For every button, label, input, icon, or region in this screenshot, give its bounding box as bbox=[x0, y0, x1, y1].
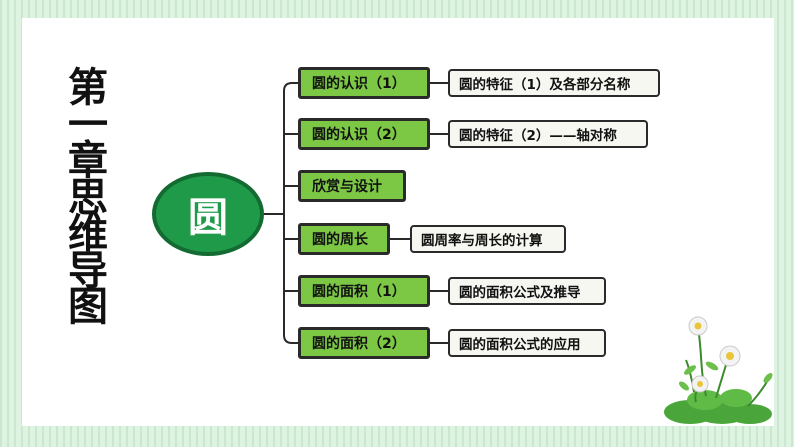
title-char: 一 bbox=[68, 101, 108, 148]
title-char: 思 bbox=[68, 174, 108, 221]
chapter-title: 第 一 章 思 维 导 图 bbox=[66, 65, 110, 330]
title-char: 图 bbox=[68, 284, 108, 330]
title-char: 导 bbox=[68, 247, 108, 294]
title-char: 章 bbox=[68, 138, 108, 184]
detail-node: 圆的面积公式的应用 bbox=[448, 329, 606, 357]
detail-node: 圆的面积公式及推导 bbox=[448, 277, 606, 305]
trunk-line bbox=[283, 82, 298, 344]
branch-node: 圆的面积（2） bbox=[298, 327, 430, 359]
center-node: 圆 bbox=[152, 172, 264, 256]
daisy-icon bbox=[691, 375, 709, 393]
daisy-icon bbox=[688, 316, 708, 336]
branch-node: 圆的周长 bbox=[298, 223, 390, 255]
detail-node: 圆周率与周长的计算 bbox=[410, 225, 566, 253]
detail-node: 圆的特征（1）及各部分名称 bbox=[448, 69, 660, 97]
daisy-flower-plant-icon bbox=[664, 316, 773, 424]
branch-node: 圆的面积（1） bbox=[298, 275, 430, 307]
branch-node: 圆的认识（1） bbox=[298, 67, 430, 99]
branch-node: 圆的认识（2） bbox=[298, 118, 430, 150]
daisy-icon bbox=[719, 345, 741, 367]
detail-node: 圆的特征（2）——轴对称 bbox=[448, 120, 648, 148]
branch-node: 欣赏与设计 bbox=[298, 170, 406, 202]
title-char: 第 bbox=[68, 65, 108, 111]
title-char: 维 bbox=[68, 211, 108, 257]
